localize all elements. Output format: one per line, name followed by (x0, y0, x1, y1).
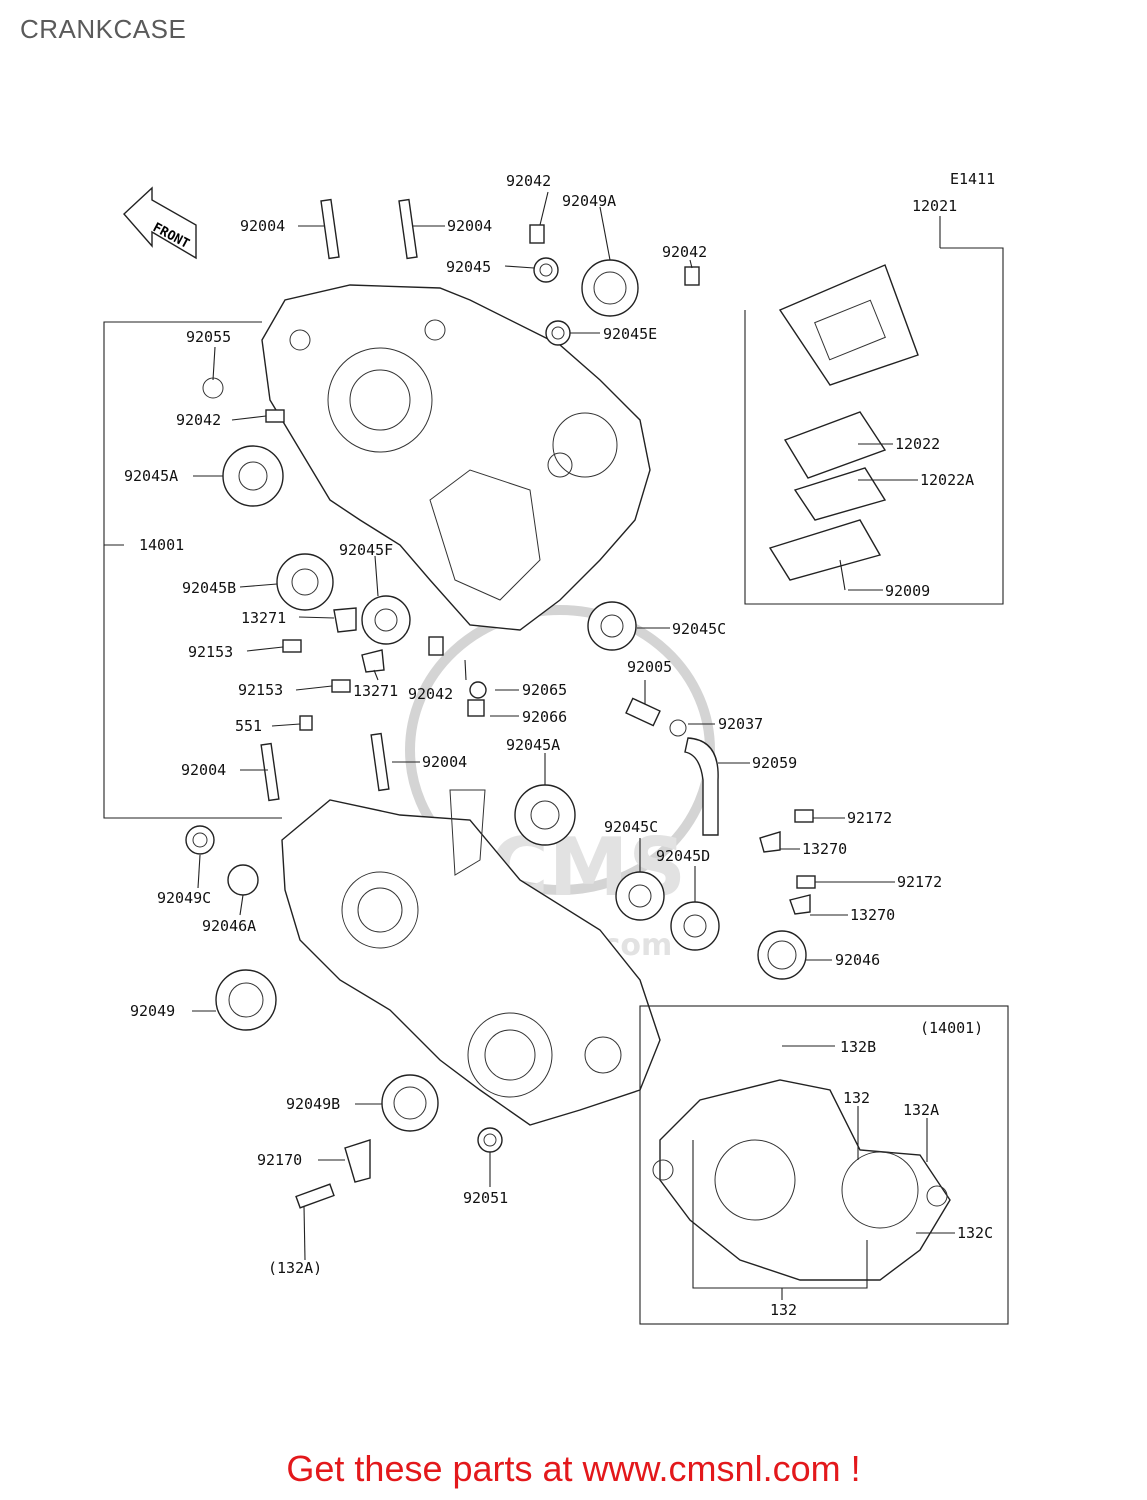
part-label: 13270 (850, 906, 895, 924)
part-label: 12022A (920, 471, 974, 489)
part-label: 132 (843, 1089, 870, 1107)
part-label: 92042 (408, 685, 453, 703)
part-label: 92066 (522, 708, 567, 726)
part-label: 92046 (835, 951, 880, 969)
footer-link-text[interactable]: Get these parts at www.cmsnl.com ! (286, 1448, 861, 1489)
inset-ref-label: (14001) (920, 1019, 983, 1037)
part-label: 13271 (353, 682, 398, 700)
part-label: 92153 (188, 643, 233, 661)
part-label: 92004 (181, 761, 226, 779)
page-title: CRANKCASE (20, 14, 187, 44)
part-label: 12022 (895, 435, 940, 453)
part-label: 13270 (802, 840, 847, 858)
part-label: 92045 (446, 258, 491, 276)
part-label: 132B (840, 1038, 876, 1056)
part-label: 92172 (897, 873, 942, 891)
part-label: 132C (957, 1224, 993, 1242)
bearings (185, 257, 807, 1153)
inset-crankcase-bolts (639, 1005, 1009, 1325)
part-label: 92059 (752, 754, 797, 772)
part-label: 92153 (238, 681, 283, 699)
part-label: 92004 (447, 217, 492, 235)
part-label: 92051 (463, 1189, 508, 1207)
lower-crankcase-half (281, 789, 661, 1126)
part-label: 92045A (124, 467, 178, 485)
part-label: 92045C (604, 818, 658, 836)
part-label: 92049A (562, 192, 616, 210)
part-label: 12021 (912, 197, 957, 215)
part-label: 92045C (672, 620, 726, 638)
diagram-code: E1411 (950, 170, 995, 188)
part-label: (132A) (268, 1259, 322, 1277)
part-label: 92046A (202, 917, 256, 935)
fasteners (260, 198, 816, 1209)
part-label: 13271 (241, 609, 286, 627)
part-label: 132A (903, 1101, 939, 1119)
part-label: 551 (235, 717, 262, 735)
part-label: 92042 (662, 243, 707, 261)
part-label: 92045E (603, 325, 657, 343)
part-labels: E1411 92004 92004 92042 92049A 92042 920… (124, 170, 995, 1319)
part-label: 92004 (422, 753, 467, 771)
part-label: 92009 (885, 582, 930, 600)
part-label: 92045F (339, 541, 393, 559)
part-label: 92004 (240, 217, 285, 235)
parts-diagram: CMS www.cmsnl.com FRONT (103, 170, 1009, 1325)
part-label: 92049 (130, 1002, 175, 1020)
part-label: 92065 (522, 681, 567, 699)
part-label: 92049C (157, 889, 211, 907)
front-arrow-icon: FRONT (123, 186, 197, 260)
part-label: 92042 (506, 172, 551, 190)
part-label: 14001 (139, 536, 184, 554)
part-label: 92005 (627, 658, 672, 676)
part-label: 92045D (656, 847, 710, 865)
part-label: 92172 (847, 809, 892, 827)
part-label: 92042 (176, 411, 221, 429)
part-label: 92049B (286, 1095, 340, 1113)
part-label: 92170 (257, 1151, 302, 1169)
part-label: 132 (770, 1301, 797, 1319)
part-label: 92045A (506, 736, 560, 754)
part-label: 92037 (718, 715, 763, 733)
reed-valve-box (744, 247, 1004, 605)
upper-crankcase-half (261, 284, 651, 631)
leader-lines (103, 191, 955, 1300)
part-label: 92055 (186, 328, 231, 346)
part-label: 92045B (182, 579, 236, 597)
